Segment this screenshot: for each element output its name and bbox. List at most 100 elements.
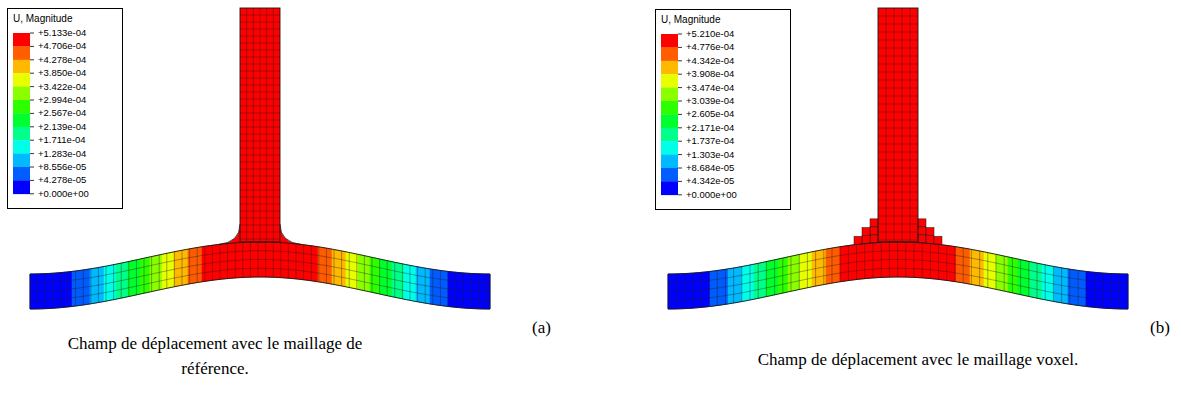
tick-mark: [30, 59, 34, 60]
voxel-step: [862, 228, 870, 236]
legend-value: +3.850e-04: [38, 67, 86, 79]
color-band: [13, 127, 30, 141]
tick-mark: [678, 74, 682, 75]
legend-title: U, Magnitude: [13, 13, 72, 25]
tick-mark: [678, 154, 682, 155]
tick-mark: [678, 168, 682, 169]
tick-mark: [678, 87, 682, 88]
voxel-step: [918, 219, 926, 227]
voxel-step: [926, 236, 934, 244]
color-band: [13, 46, 30, 60]
contour-legend: U, Magnitude+5.133e-04+4.706e-04+4.278e-…: [7, 8, 123, 209]
tick-mark: [30, 140, 34, 141]
tick-mark: [678, 60, 682, 61]
tick-mark: [30, 180, 34, 181]
mesh-line: [240, 176, 280, 177]
mesh-line: [240, 43, 280, 44]
mesh-line: [240, 92, 280, 93]
stem-outline: [240, 8, 280, 242]
mesh-line: [878, 88, 918, 89]
voxel-step: [854, 236, 862, 244]
voxel-step: [870, 227, 878, 235]
mesh-line: [902, 8, 903, 242]
legend-value: +4.706e-04: [38, 40, 86, 52]
mesh-line: [240, 78, 280, 79]
mesh-line: [240, 127, 280, 128]
contour-legend: U, Magnitude+5.210e-04+4.776e-04+4.342e-…: [655, 9, 791, 210]
mesh-line: [30, 251, 490, 283]
color-band: [13, 73, 30, 87]
legend-value: +2.605e-04: [686, 108, 734, 120]
panel-letter: (a): [532, 316, 551, 341]
mesh: [668, 8, 1128, 309]
mesh-line: [240, 15, 280, 16]
color-band: [661, 47, 678, 61]
mesh-line: [240, 85, 280, 86]
mesh-line: [878, 152, 918, 153]
beam-contour: [30, 242, 490, 309]
mesh-line: [878, 232, 918, 233]
tick-mark: [30, 113, 34, 114]
voxel-step: [918, 227, 926, 235]
legend-value: +0.000e+00: [38, 188, 89, 200]
voxel-step: [926, 228, 934, 236]
color-band: [661, 114, 678, 128]
mesh-line: [878, 192, 918, 193]
voxel-step: [862, 236, 870, 244]
mesh-line: [878, 96, 918, 97]
tick-mark: [30, 167, 34, 168]
tick-mark: [30, 46, 34, 47]
voxel-step: [870, 235, 878, 243]
mesh-line: [240, 113, 280, 114]
tick-mark: [30, 86, 34, 87]
tick-mark: [678, 181, 682, 182]
tick-mark: [30, 73, 34, 74]
mesh-line: [878, 176, 918, 177]
tick-mark: [30, 126, 34, 127]
legend-value: +5.210e-04: [686, 28, 734, 40]
mesh-line: [240, 36, 280, 37]
mesh-line: [240, 71, 280, 72]
mesh-line: [30, 260, 490, 292]
mesh-line: [240, 64, 280, 65]
mesh-line: [240, 134, 280, 135]
mesh-line: [878, 24, 918, 25]
legend-value: +4.278e-04: [38, 54, 86, 66]
tick-mark: [678, 141, 682, 142]
mesh-line: [878, 56, 918, 57]
color-band: [13, 33, 30, 47]
mesh-line: [878, 144, 918, 145]
color-band: [13, 140, 30, 154]
tick-mark: [678, 114, 682, 115]
color-band: [13, 100, 30, 114]
mesh-line: [878, 184, 918, 185]
fillet-edge: [218, 224, 240, 245]
beam-outline: [668, 242, 1128, 309]
mesh-line: [240, 22, 280, 23]
legend-value: +3.474e-04: [686, 82, 734, 94]
voxel-step: [918, 235, 926, 243]
mesh-line: [878, 128, 918, 129]
legend-value: +8.556e-05: [38, 161, 86, 173]
mesh-line: [240, 190, 280, 191]
deformed-part: [668, 8, 1128, 309]
tick-mark: [30, 153, 34, 154]
mesh-line: [240, 218, 280, 219]
legend-value: +2.171e-04: [686, 122, 734, 134]
voxel-step: [934, 236, 942, 244]
mesh-line: [878, 240, 918, 241]
mesh-line: [240, 106, 280, 107]
mesh-line: [240, 120, 280, 121]
color-band: [13, 87, 30, 101]
legend-value: +3.422e-04: [38, 81, 86, 93]
legend-value: +0.000e+00: [686, 189, 737, 201]
mesh-line: [878, 168, 918, 169]
tick-mark: [678, 127, 682, 128]
mesh-line: [668, 251, 1128, 283]
mesh-line: [240, 169, 280, 170]
color-band: [661, 181, 678, 195]
mesh-line: [240, 99, 280, 100]
legend-value: +4.776e-04: [686, 41, 734, 53]
mesh-line: [878, 80, 918, 81]
